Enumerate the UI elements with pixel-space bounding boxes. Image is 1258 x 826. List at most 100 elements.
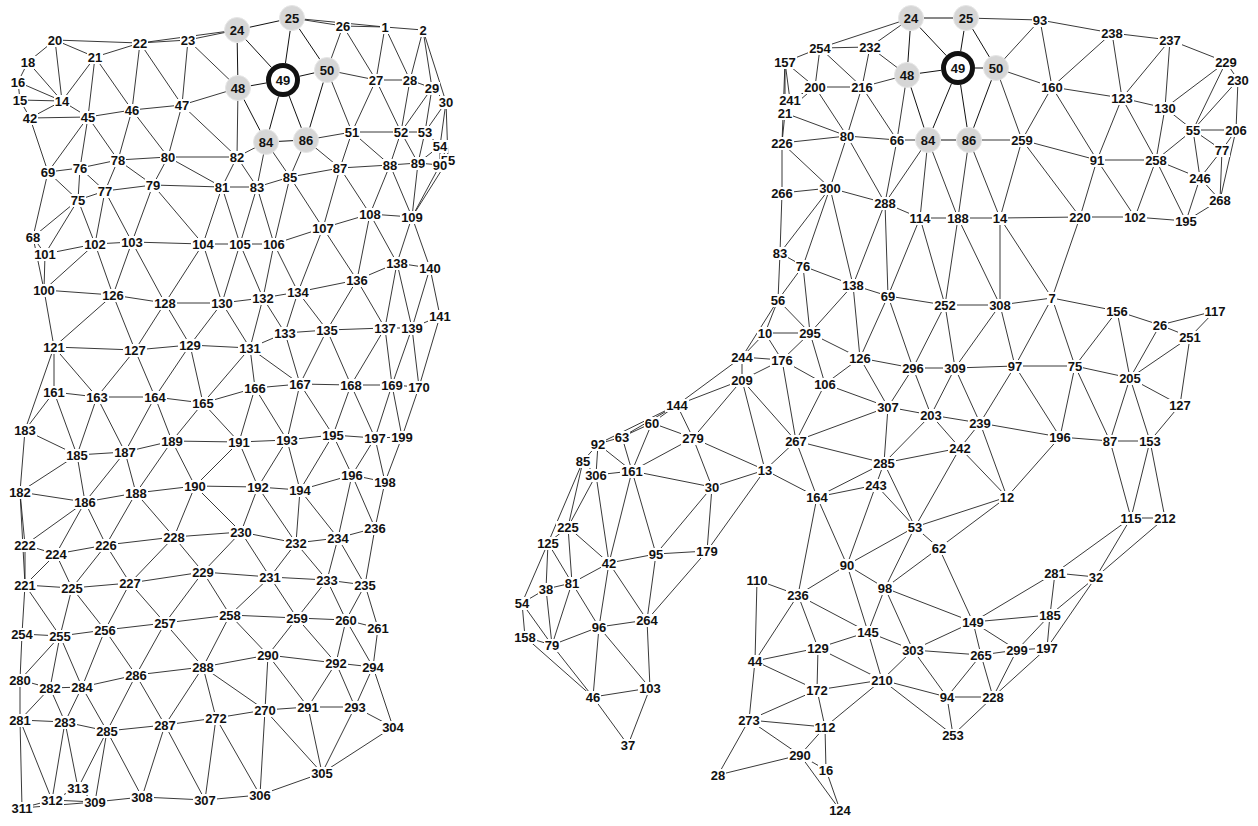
- vertex-number: 106: [262, 238, 286, 251]
- vertex-number: 86: [962, 134, 976, 147]
- vertex-number: 258: [1144, 154, 1168, 167]
- vertex-number: 273: [737, 714, 761, 727]
- vertex-number: 210: [870, 674, 894, 687]
- vertex-number: 138: [841, 279, 865, 292]
- vertex-number: 243: [864, 479, 888, 492]
- vertex-number: 264: [635, 614, 659, 627]
- vertex-number: 259: [1010, 134, 1034, 147]
- mesh-edge: [782, 360, 796, 441]
- mesh-edge: [52, 722, 65, 800]
- mesh-edge: [165, 725, 205, 800]
- marked-vertex: 49: [266, 63, 300, 97]
- mesh-edge: [20, 720, 22, 808]
- highlighted-vertex: 25: [953, 5, 979, 31]
- vertex-number: 88: [382, 159, 398, 172]
- mesh-edge: [945, 305, 955, 368]
- mesh-connector: [924, 18, 953, 19]
- vertex-number: 295: [798, 327, 822, 340]
- mesh-edge: [125, 397, 155, 452]
- vertex-number: 197: [1035, 642, 1059, 655]
- vertex-number: 259: [285, 612, 309, 625]
- vertex-number: 84: [259, 136, 273, 149]
- mesh-edge: [95, 191, 105, 244]
- mesh-edge: [300, 384, 333, 435]
- mesh-edge: [285, 333, 300, 384]
- mesh-edge: [939, 497, 1007, 548]
- mesh-edge: [205, 718, 216, 800]
- mesh-edge: [216, 718, 260, 795]
- mesh-edge: [862, 87, 897, 140]
- mesh-edge: [351, 328, 385, 385]
- mesh-edge: [88, 57, 95, 117]
- vertex-number: 46: [585, 691, 601, 704]
- mesh-edge: [884, 463, 915, 527]
- mesh-edge: [632, 471, 656, 554]
- vertex-number: 229: [1214, 56, 1238, 69]
- vertex-number: 132: [251, 292, 275, 305]
- vertex-number: 89: [410, 157, 426, 170]
- mesh-edge: [390, 165, 412, 217]
- mesh-connector: [975, 68, 983, 69]
- vertex-number: 267: [784, 435, 808, 448]
- vertex-number: 7: [1047, 292, 1056, 305]
- vertex-number: 106: [813, 378, 837, 391]
- mesh-edge: [1112, 33, 1122, 98]
- mesh-edge: [1156, 160, 1186, 221]
- mesh-edge: [1060, 366, 1075, 437]
- mesh-connector: [911, 87, 924, 127]
- mesh-edge: [263, 244, 274, 298]
- mesh-edge: [107, 731, 142, 797]
- mesh-edge: [609, 563, 647, 620]
- vertex-number: 288: [873, 197, 897, 210]
- mesh-edge: [33, 237, 44, 290]
- mesh-edge: [847, 527, 915, 565]
- mesh-edge: [397, 263, 412, 328]
- mesh-edge: [1110, 441, 1131, 518]
- vertex-number: 182: [8, 486, 32, 499]
- vertex-number: 76: [72, 162, 88, 175]
- vertex-number: 29: [424, 82, 440, 95]
- mesh-connector: [244, 100, 260, 131]
- mesh-edge: [1122, 98, 1156, 160]
- mesh-edge: [718, 720, 749, 775]
- mesh-edge: [20, 430, 25, 492]
- vertex-number: 44: [747, 655, 763, 668]
- vertex-number: 37: [620, 739, 636, 752]
- vertex-number: 18: [20, 56, 36, 69]
- mesh-edge: [65, 722, 78, 788]
- vertex-number: 27: [368, 74, 384, 87]
- vertex-number: 294: [361, 661, 385, 674]
- mesh-edge: [599, 627, 650, 688]
- mesh-edge: [980, 423, 1007, 497]
- vertex-number: 124: [828, 804, 852, 817]
- vertex-number: 165: [191, 397, 215, 410]
- mesh-edge: [95, 244, 113, 295]
- vertex-number: 226: [770, 137, 794, 150]
- mesh-connector: [299, 29, 319, 59]
- mesh-edge: [742, 300, 778, 357]
- mesh-edge: [274, 177, 290, 244]
- mesh-edge: [1122, 40, 1170, 98]
- mesh-edge: [44, 290, 54, 347]
- mesh-edge: [609, 471, 632, 563]
- vertex-number: 252: [933, 299, 957, 312]
- mesh-edge: [118, 110, 132, 160]
- vertex-number: 77: [97, 185, 113, 198]
- mesh-edge: [1193, 80, 1238, 130]
- mesh-edge: [755, 595, 798, 661]
- mesh-connector: [279, 140, 293, 142]
- mesh-edge: [980, 366, 1015, 423]
- mesh-edge: [203, 667, 216, 718]
- mesh-edge: [913, 305, 945, 368]
- mesh-edge: [203, 615, 230, 667]
- mesh-edge: [412, 328, 419, 387]
- vertex-number: 78: [110, 154, 126, 167]
- vertex-number: 306: [248, 789, 272, 802]
- mesh-edge: [593, 627, 599, 697]
- vertex-number: 103: [120, 236, 144, 249]
- mesh-edge: [749, 661, 755, 720]
- vertex-number: 100: [32, 284, 56, 297]
- vertex-number: 307: [876, 401, 900, 414]
- mesh-edge: [847, 485, 876, 565]
- vertex-number: 141: [428, 310, 452, 323]
